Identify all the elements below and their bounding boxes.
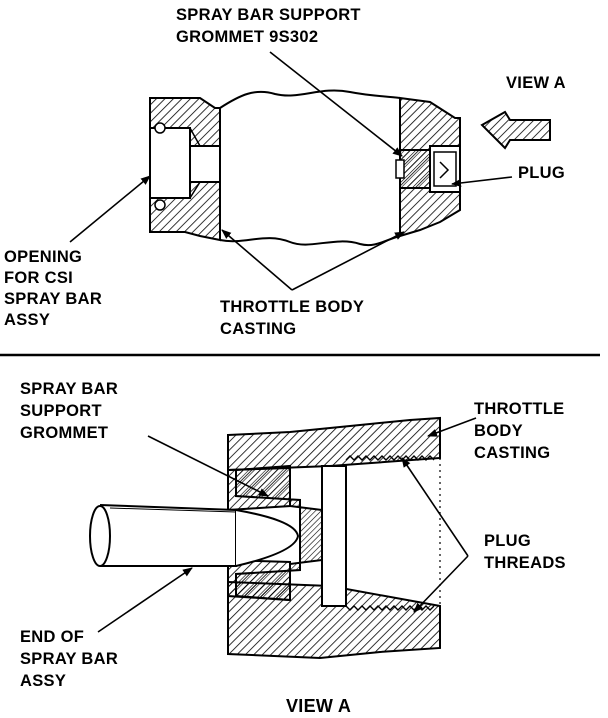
end-label-line1: END OF	[20, 628, 84, 646]
casting-lower	[227, 580, 441, 660]
casting-leader-left	[221, 229, 293, 291]
bottom-grommet-label-line3: GROMMET	[20, 424, 108, 442]
grommet-label-line2: GROMMET 9S302	[176, 28, 318, 46]
bottom-grommet-leader	[147, 435, 269, 497]
grommet-label-line1: SPRAY BAR SUPPORT	[176, 6, 361, 24]
plug-leader	[451, 176, 513, 187]
threads-label-line1: PLUG	[484, 532, 531, 550]
plug-label: PLUG	[518, 164, 565, 182]
casting-label-line1: THROTTLE BODY	[220, 298, 364, 316]
threads-leader-bottom	[413, 555, 469, 613]
view-a-arrow-icon	[480, 110, 551, 150]
grommet-bore	[321, 465, 347, 607]
casting-upper	[227, 416, 441, 472]
view-a-caption: VIEW A	[286, 696, 351, 716]
bottom-casting-leader	[427, 417, 477, 437]
view-a-top-label: VIEW A	[506, 74, 566, 92]
casting-leader-right	[291, 231, 405, 291]
end-label-line3: ASSY	[20, 672, 66, 690]
end-label-line2: SPRAY BAR	[20, 650, 118, 668]
bottom-casting-label-line3: CASTING	[474, 444, 550, 462]
end-leader	[97, 567, 193, 633]
top-figure: VIEW A SPRAY BAR SUPPORT GROMMET 9S302 P…	[4, 6, 566, 338]
opening-label-line1: OPENING	[4, 248, 82, 266]
grommet-leader	[269, 51, 403, 157]
bottom-grommet-label-line2: SUPPORT	[20, 402, 102, 420]
opening-leader	[69, 175, 151, 243]
opening-label-line2: FOR CSI	[4, 269, 73, 287]
bottom-casting-label-line2: BODY	[474, 422, 523, 440]
bottom-grommet-label-line1: SPRAY BAR	[20, 380, 118, 398]
opening-label-line3: SPRAY BAR	[4, 290, 102, 308]
threads-label-line2: THREADS	[484, 554, 566, 572]
opening-label-line4: ASSY	[4, 311, 50, 329]
casting-label-line2: CASTING	[220, 320, 296, 338]
threads-leader-top	[401, 457, 469, 557]
support-grommet	[235, 464, 323, 602]
spray-bar-tube	[89, 504, 300, 567]
right-casting-wall	[395, 96, 461, 238]
left-casting-wall	[149, 97, 221, 242]
plug-threads-top	[345, 455, 435, 461]
bottom-casting-label-line1: THROTTLE	[474, 400, 564, 418]
throttle-body-outline	[219, 89, 401, 246]
bottom-figure: SPRAY BAR SUPPORT GROMMET THROTTLE BODY …	[20, 380, 566, 716]
